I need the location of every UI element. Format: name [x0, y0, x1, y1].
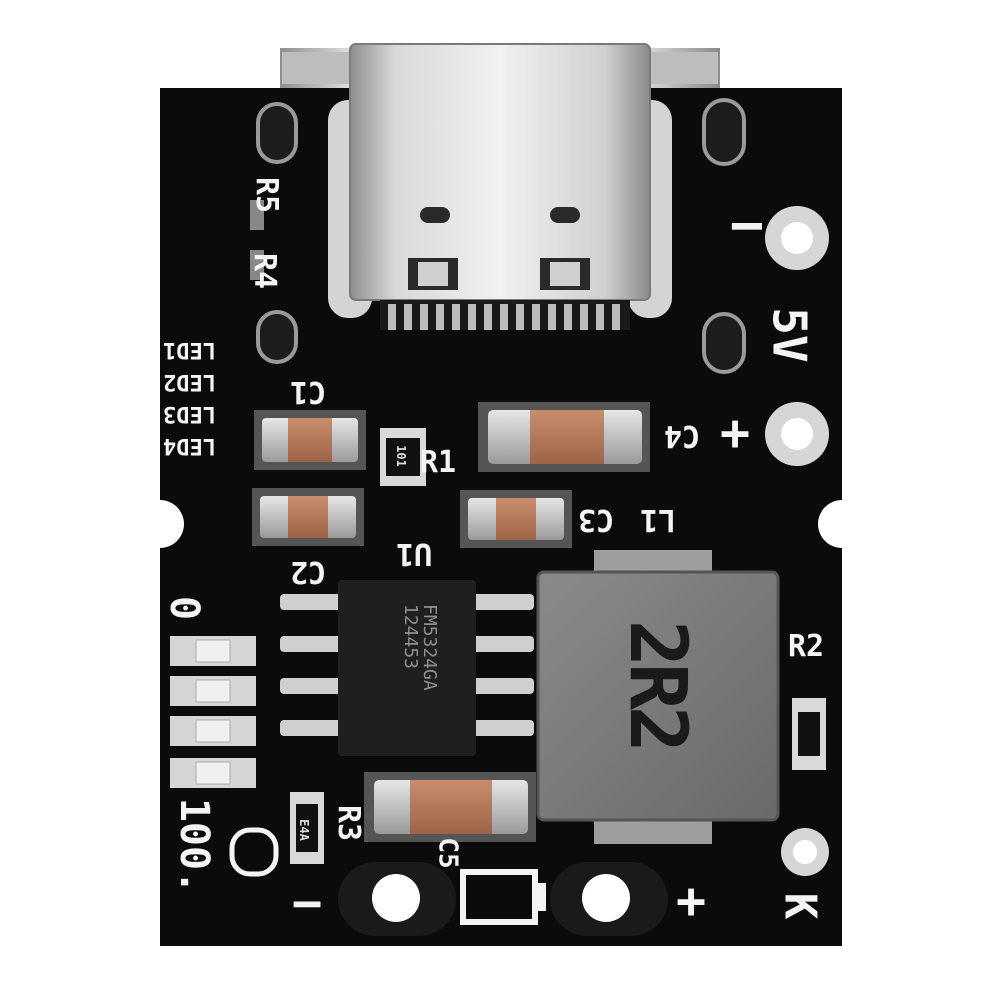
- capacitor: [478, 402, 650, 472]
- resistor-marking-r1: 101: [393, 445, 408, 467]
- silk-r3: R3: [331, 804, 367, 842]
- silk-c4: C4: [664, 418, 701, 453]
- silk-led1: LED1: [163, 337, 216, 362]
- resistor: [250, 200, 264, 280]
- silk-c5: C5: [432, 837, 463, 869]
- shield-pad: [256, 98, 746, 374]
- silk-plus-bottom: +: [676, 872, 707, 930]
- resistor: [380, 428, 426, 486]
- resistor: [290, 792, 324, 864]
- ic-chip: [280, 580, 534, 756]
- silk-k: K: [774, 892, 826, 920]
- silk-5v: 5V: [762, 307, 817, 363]
- capacitor: [460, 490, 572, 548]
- test-pad: [229, 827, 279, 877]
- capacitor: [254, 410, 366, 470]
- silk-plus-mid: +: [720, 404, 751, 462]
- silk-r5: R5: [249, 176, 285, 214]
- battery-pad: [338, 862, 668, 936]
- silk-r2: R2: [788, 629, 825, 664]
- silk-minus-top: −: [730, 193, 764, 258]
- silk-c1: C1: [290, 374, 327, 409]
- silk-r4: R4: [247, 252, 283, 290]
- silk-led2: LED2: [163, 369, 216, 394]
- resistor-marking-r3: E4A: [296, 819, 311, 841]
- capacitor: [252, 488, 364, 546]
- silk-c2: C2: [290, 554, 327, 589]
- inductor-marking: 2R2: [612, 620, 702, 749]
- usb-type-c-connector-icon: [280, 43, 720, 330]
- silk-r1: R1: [420, 445, 457, 480]
- silk-level-100: 100.: [171, 797, 218, 895]
- led: [170, 636, 256, 788]
- inductor: [536, 550, 780, 844]
- through-hole: [765, 206, 829, 876]
- silk-l1: L1: [640, 502, 677, 537]
- silk-level-0: 0: [161, 595, 208, 621]
- capacitor: [364, 772, 536, 842]
- silk-led3: LED3: [163, 401, 216, 426]
- ic-marking: FM5324GA 124453: [400, 604, 440, 691]
- silk-u1: U1: [396, 536, 433, 571]
- silk-led4: LED4: [163, 433, 216, 458]
- silk-c3: C3: [578, 502, 615, 537]
- resistor: [792, 698, 826, 770]
- battery-icon: [460, 869, 546, 925]
- silk-minus-bottom: −: [292, 874, 323, 932]
